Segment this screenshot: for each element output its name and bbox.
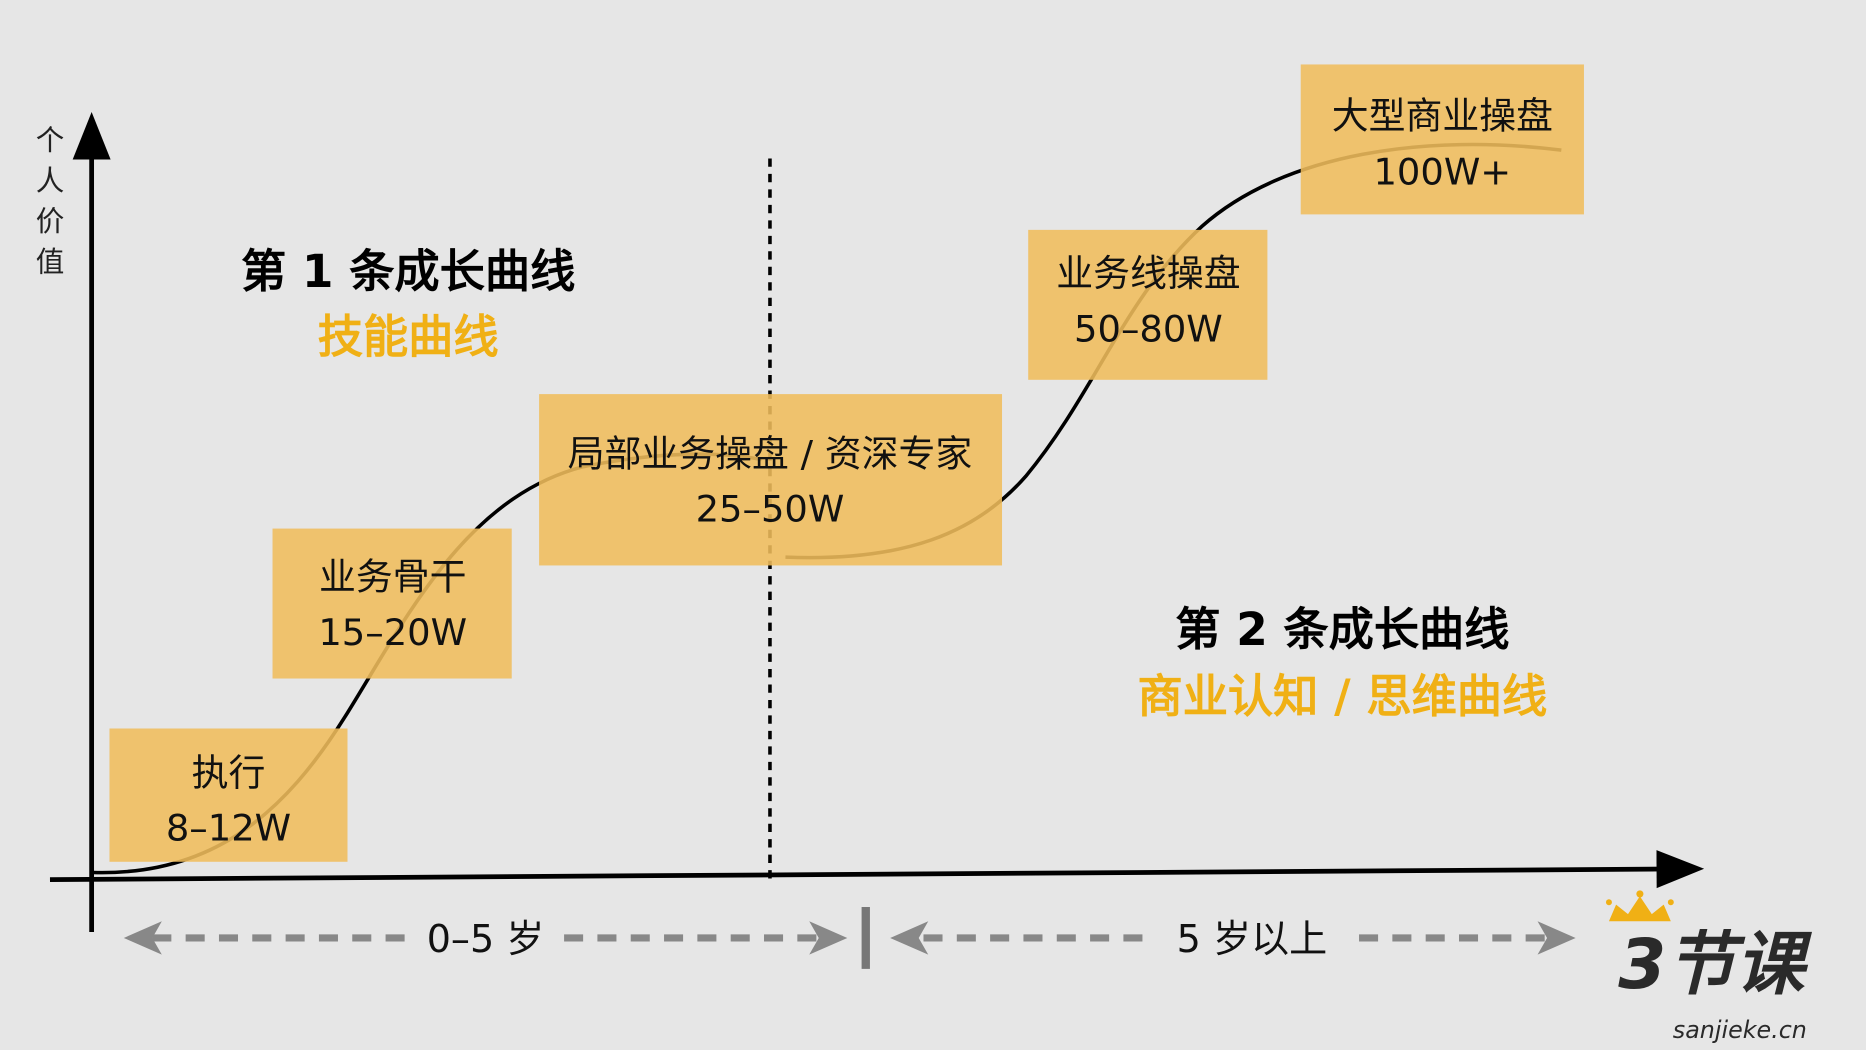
arrow-left-icon — [123, 921, 162, 955]
range-left: 0–5 岁 — [123, 917, 848, 961]
arrow-right-icon — [1537, 921, 1576, 955]
stage-box-2: 业务骨干 15–20W — [272, 528, 512, 679]
stage-box-4: 业务线操盘 50–80W — [1028, 229, 1268, 380]
svg-text:人: 人 — [36, 164, 65, 198]
stage-box-5: 大型商业操盘 100W+ — [1300, 64, 1584, 215]
curve1-subtitle: 技能曲线 — [318, 310, 499, 363]
stage-box-3: 局部业务操盘 / 资深专家 25–50W — [539, 394, 1003, 566]
svg-text:8–12W: 8–12W — [166, 806, 291, 849]
svg-text:个: 个 — [36, 123, 65, 157]
svg-text:局部业务操盘 / 资深专家: 局部业务操盘 / 资深专家 — [568, 433, 973, 476]
range-right-label: 5 岁以上 — [1177, 917, 1328, 961]
curve2-subtitle: 商业认知 / 思维曲线 — [1137, 670, 1547, 723]
svg-text:25–50W: 25–50W — [696, 487, 845, 530]
range-left-label: 0–5 岁 — [427, 917, 545, 961]
logo-url: sanjieke.cn — [1673, 1016, 1807, 1044]
logo: 3节课 sanjieke.cn — [1605, 890, 1812, 1044]
svg-text:执行: 执行 — [192, 752, 266, 795]
arrow-left-icon — [890, 921, 929, 955]
crown-icon — [1608, 896, 1671, 922]
svg-text:业务线操盘: 业务线操盘 — [1056, 252, 1240, 295]
svg-text:业务骨干: 业务骨干 — [319, 555, 467, 598]
curve2-title: 第 2 条成长曲线 — [1175, 603, 1509, 656]
logo-name: 3节课 — [1618, 925, 1812, 1005]
svg-text:15–20W: 15–20W — [318, 611, 467, 654]
svg-text:值: 值 — [36, 245, 65, 279]
y-axis-label: 个 人 价 值 — [36, 123, 65, 278]
svg-text:价: 价 — [36, 204, 65, 238]
arrow-right-icon — [809, 921, 848, 955]
svg-text:100W+: 100W+ — [1373, 151, 1511, 194]
svg-text:50–80W: 50–80W — [1074, 308, 1223, 351]
x-axis — [49, 850, 1705, 889]
range-separator — [861, 907, 870, 969]
curve1-title: 第 1 条成长曲线 — [241, 245, 575, 298]
stage-box-1: 执行 8–12W — [109, 728, 348, 862]
svg-text:大型商业操盘: 大型商业操盘 — [1332, 95, 1553, 138]
range-right: 5 岁以上 — [890, 917, 1576, 961]
